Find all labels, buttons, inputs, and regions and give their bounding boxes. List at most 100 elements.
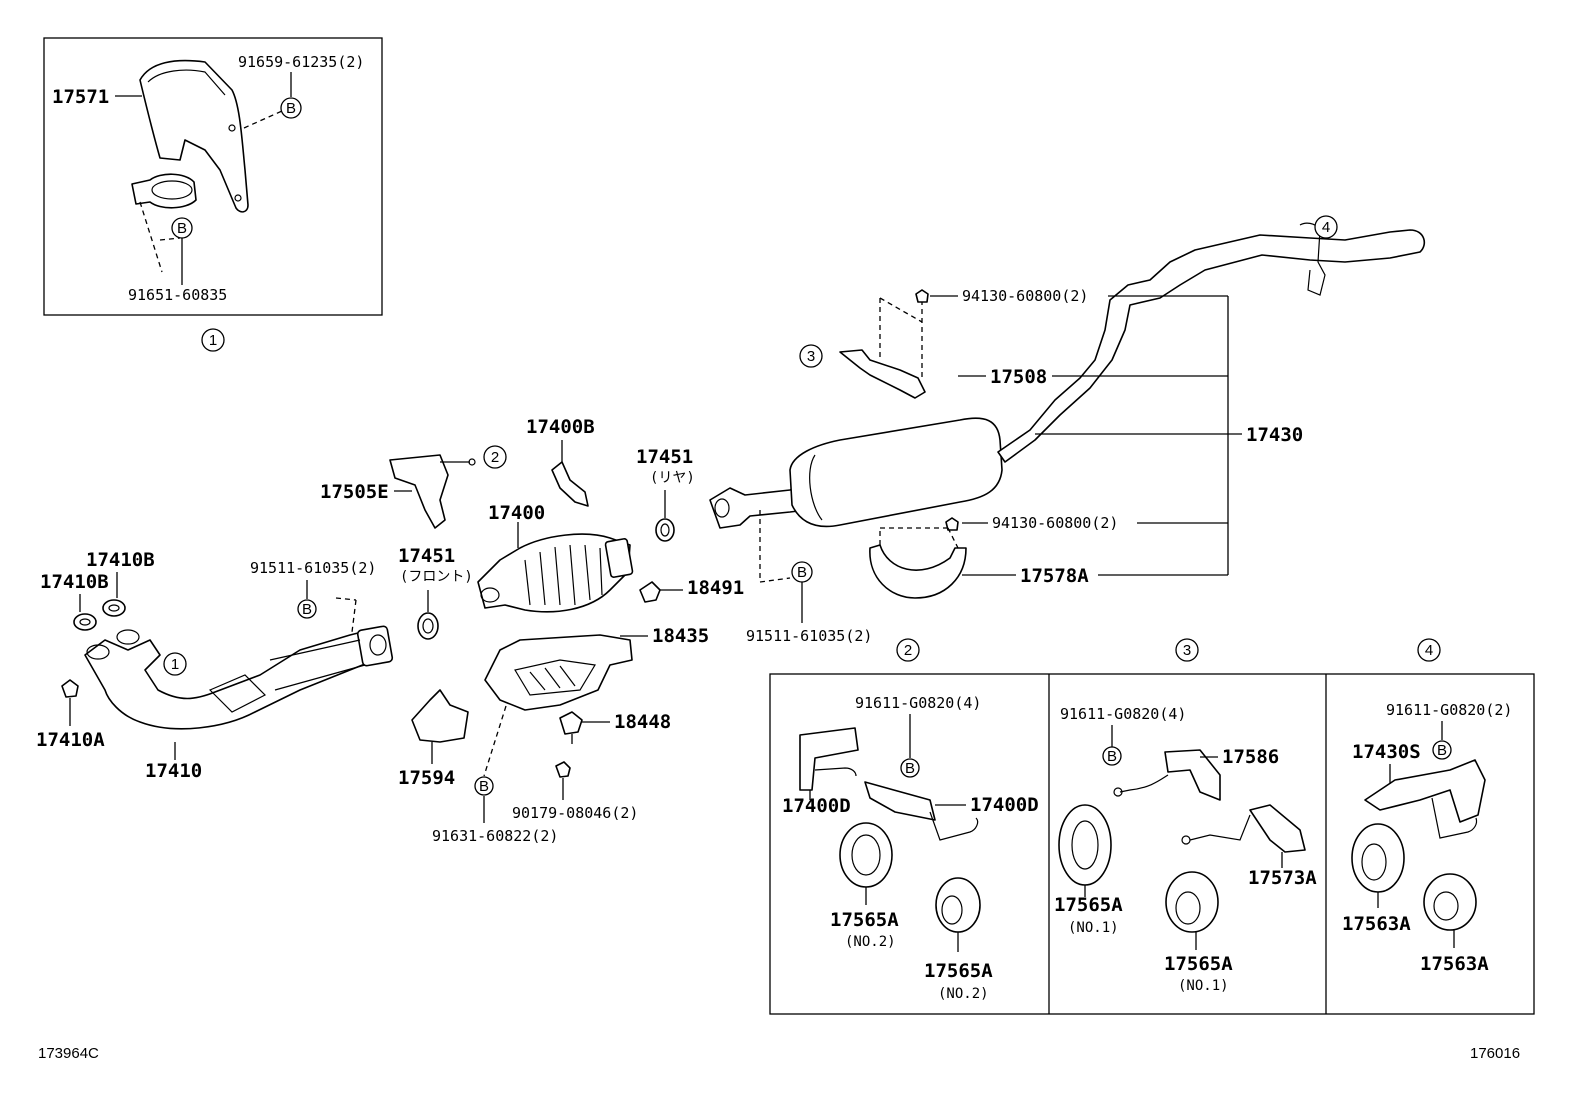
label-d3-17565A-a: 17565A (1054, 894, 1123, 916)
svg-text:3: 3 (807, 348, 815, 365)
callout-2-marker: 2 (896, 638, 920, 662)
label-17505E: 17505E (320, 481, 389, 503)
label-90179: 90179-08046(2) (512, 804, 638, 822)
label-rear-jp: (リヤ) (650, 470, 695, 486)
label-d3-17573A: 17573A (1248, 867, 1317, 889)
bolt-icon: B (171, 217, 193, 239)
svg-text:B: B (479, 778, 489, 795)
label-17410B-b: 17410B (40, 571, 109, 593)
label-91651: 91651-60835 (128, 286, 227, 304)
diagram-code-right: 176016 (1470, 1045, 1520, 1062)
svg-text:2: 2 (491, 449, 499, 466)
heat-insulator-18435 (484, 634, 633, 711)
bolt-icon: B (1432, 740, 1452, 760)
rubber-mount (1423, 873, 1477, 931)
label-91659: 91659-61235(2) (238, 53, 364, 71)
label-91511-b: 91511-61035(2) (746, 627, 872, 645)
bolt-icon: B (297, 599, 317, 619)
gasket-17410B (73, 613, 97, 631)
label-18491: 18491 (687, 577, 744, 599)
label-d2-no2-b: (NO.2) (938, 986, 989, 1002)
callout-1-marker: 1 (201, 328, 225, 352)
bracket-17400D (864, 781, 936, 821)
heat-insulator-17578A (869, 544, 967, 599)
gasket-17451-rear (655, 518, 675, 542)
callout-2-marker: 2 (483, 445, 507, 469)
label-d3-no1-b: (NO.1) (1178, 978, 1229, 994)
label-d2-17400D-a: 17400D (782, 795, 851, 817)
bracket-17573A (1249, 804, 1306, 853)
label-d2-no2-a: (NO.2) (845, 934, 896, 950)
hanger-bracket (839, 349, 926, 399)
clamp (131, 173, 197, 209)
svg-text:B: B (1107, 748, 1117, 765)
rubber-mount (1058, 804, 1112, 886)
svg-text:B: B (302, 601, 312, 618)
label-17410: 17410 (145, 760, 202, 782)
rubber-mount (1165, 871, 1219, 933)
part-17400B (551, 461, 589, 507)
svg-text:2: 2 (904, 642, 912, 659)
diagram-code-left: 173964C (38, 1045, 99, 1062)
hanger-17430S (1364, 759, 1486, 823)
label-17451-front: 17451 (398, 545, 455, 567)
label-17400B: 17400B (526, 416, 595, 438)
bolt-icon: B (791, 561, 813, 583)
label-d2-17565A-a: 17565A (830, 909, 899, 931)
front-pipe-17410 (84, 629, 376, 730)
label-d3-17565A-b: 17565A (1164, 953, 1233, 975)
label-17594: 17594 (398, 767, 455, 789)
detail-box-1 (43, 37, 383, 316)
nut-94130 (915, 289, 929, 303)
label-d3-91611: 91611-G0820(4) (1060, 705, 1186, 723)
svg-text:B: B (797, 564, 807, 581)
heat-shield-17571 (139, 59, 249, 213)
label-17410A: 17410A (36, 729, 105, 751)
label-d2-17400D-b: 17400D (970, 794, 1039, 816)
bracket-17586 (1164, 749, 1221, 801)
part-17594 (411, 689, 469, 743)
label-d2-17565A-b: 17565A (924, 960, 993, 982)
part-18448 (559, 711, 583, 735)
svg-text:B: B (177, 220, 187, 237)
label-17578A: 17578A (1020, 565, 1089, 587)
bracket-17505E (389, 454, 449, 529)
label-d4-17430S: 17430S (1352, 741, 1421, 763)
label-d3-no1-a: (NO.1) (1068, 920, 1119, 936)
label-91631: 91631-60822(2) (432, 827, 558, 845)
bracket-17400D (799, 727, 859, 791)
muffler-17430 (789, 417, 1003, 528)
label-17451-rear: 17451 (636, 446, 693, 468)
label-d4-91611: 91611-G0820(2) (1386, 701, 1512, 719)
label-front-jp: (フロント) (400, 569, 473, 585)
callout-4-marker: 4 (1314, 215, 1338, 239)
label-17410B-a: 17410B (86, 549, 155, 571)
tail-pipe (997, 229, 1426, 463)
nut-17410A (61, 679, 79, 698)
label-17508: 17508 (990, 366, 1047, 388)
svg-text:1: 1 (171, 656, 179, 673)
label-d4-17563A-b: 17563A (1420, 953, 1489, 975)
svg-text:B: B (905, 760, 915, 777)
gasket-17451-front (417, 612, 439, 640)
part-18491 (639, 581, 661, 603)
rubber-mount (1351, 823, 1405, 893)
label-17400: 17400 (488, 502, 545, 524)
nut-90179 (555, 761, 571, 778)
rubber-mount (839, 822, 893, 888)
callout-3-marker: 3 (1175, 638, 1199, 662)
label-d3-17586: 17586 (1222, 746, 1279, 768)
label-18435: 18435 (652, 625, 709, 647)
svg-text:4: 4 (1425, 642, 1433, 659)
label-94130-b: 94130-60800(2) (992, 514, 1118, 532)
detail-boxes (769, 673, 1535, 1015)
svg-text:B: B (1437, 742, 1447, 759)
svg-text:3: 3 (1183, 642, 1191, 659)
bolt-icon: B (900, 758, 920, 778)
callout-4-marker: 4 (1417, 638, 1441, 662)
svg-text:1: 1 (209, 332, 217, 349)
label-94130-a: 94130-60800(2) (962, 287, 1088, 305)
label-17430: 17430 (1246, 424, 1303, 446)
bolt-icon: B (1102, 746, 1122, 766)
